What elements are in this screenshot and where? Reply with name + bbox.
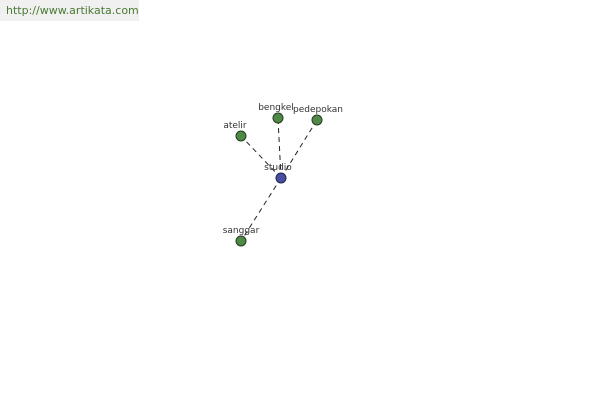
edge-studio-pedepokan (280, 119, 318, 179)
node-sanggar[interactable] (235, 235, 247, 247)
node-label-studio: studio (264, 163, 292, 173)
node-studio[interactable] (275, 172, 287, 184)
node-pedepokan[interactable] (311, 114, 323, 126)
node-label-sanggar: sanggar (223, 226, 260, 236)
edge-studio-bengkel (277, 117, 282, 179)
node-atelir[interactable] (235, 130, 247, 142)
edge-studio-sanggar (240, 177, 282, 242)
watermark-bar: http://www.artikata.com (0, 0, 139, 21)
node-bengkel[interactable] (272, 112, 284, 124)
node-label-pedepokan: pedepokan (293, 105, 343, 115)
node-label-bengkel: bengkel (258, 103, 294, 113)
edge-studio-atelir (240, 135, 282, 179)
watermark-link[interactable]: http://www.artikata.com (6, 4, 139, 17)
node-label-atelir: atelir (223, 121, 247, 131)
